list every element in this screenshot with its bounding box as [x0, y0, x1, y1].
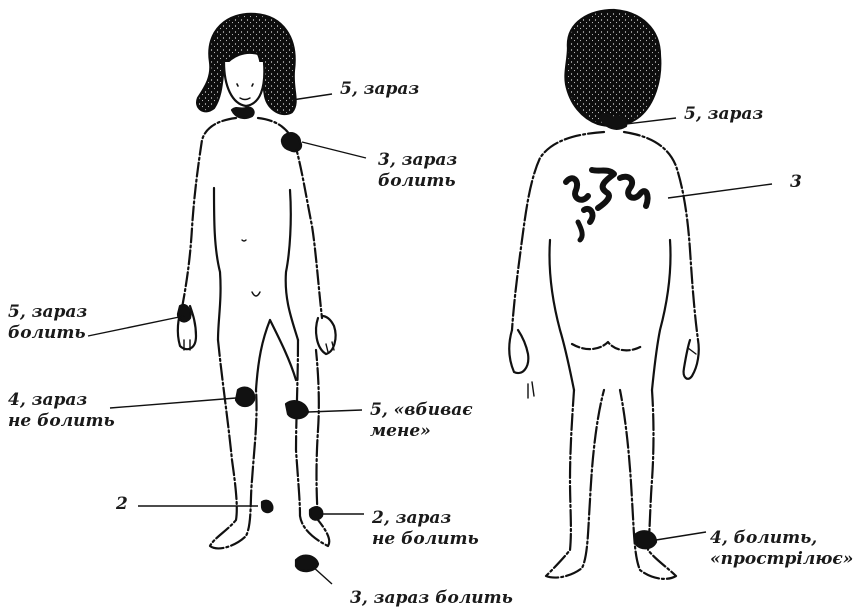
- label-front-hand: 5, зараз болить: [8, 302, 87, 344]
- label-front-thigh: 4, зараз не болить: [8, 390, 115, 432]
- label-front-shin: 2: [116, 494, 128, 515]
- front-neck-mark: [232, 108, 254, 118]
- label-front-foot: 3, зараз болить: [350, 588, 513, 609]
- label-front-neck: 5, зараз: [340, 79, 419, 100]
- front-legs: [210, 340, 257, 548]
- label-front-shoulder: 3, зараз болить: [378, 150, 457, 192]
- label-front-ankle: 2, зараз не болить: [372, 508, 479, 550]
- back-ankle-mark: [636, 531, 656, 548]
- label-front-knee: 5, «вбиває мене»: [370, 400, 473, 442]
- back-hair: [565, 10, 660, 126]
- front-thigh-mark: [236, 388, 254, 406]
- label-back-neck: 5, зараз: [684, 104, 763, 125]
- back-figure: [509, 10, 699, 579]
- label-back-ankle: 4, болить, «прострілює»: [710, 528, 853, 570]
- front-knee-mark: [286, 401, 308, 418]
- front-shoulder-mark: [282, 133, 301, 151]
- back-scribble-mark: [566, 170, 648, 222]
- front-ankle-mark: [310, 507, 322, 520]
- back-torso: [512, 132, 698, 340]
- label-back-back: 3: [790, 172, 802, 193]
- front-hand-mark: [178, 305, 190, 322]
- front-shin-mark: [262, 501, 272, 512]
- back-legs: [546, 390, 604, 578]
